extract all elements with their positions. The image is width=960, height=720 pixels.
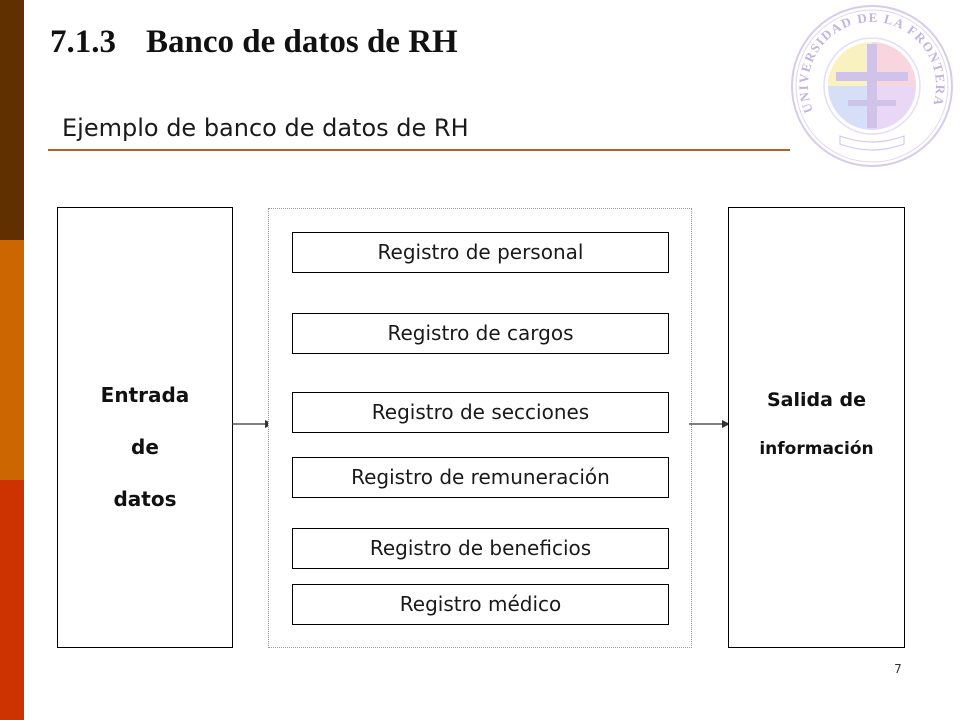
data-input-line-3: datos <box>113 487 177 511</box>
side-stripe-middle <box>0 240 24 480</box>
title-number: 7.1.3 <box>50 24 116 60</box>
slide-title: 7.1.3 Banco de datos de RH <box>50 20 458 64</box>
information-output-box: Salida de información <box>728 207 905 648</box>
data-input-label: Entrada de datos <box>58 369 232 525</box>
page-number: 7 <box>894 662 902 676</box>
registry-secciones: Registro de secciones <box>292 392 669 433</box>
output-line-2: información <box>759 439 874 459</box>
side-stripe-bottom <box>0 480 24 720</box>
registry-cargos: Registro de cargos <box>292 313 669 354</box>
registry-remuneracion: Registro de remuneración <box>292 457 669 498</box>
registry-beneficios: Registro de beneficios <box>292 528 669 569</box>
data-input-box: Entrada de datos <box>57 207 233 648</box>
seal-ribbon <box>839 135 905 151</box>
side-stripe-top <box>0 0 24 240</box>
seal-outer-ring <box>791 5 953 167</box>
registry-personal: Registro de personal <box>292 232 669 273</box>
data-input-line-1: Entrada <box>100 383 190 407</box>
university-seal-logo: UNIVERSIDAD DE LA FRONTERA <box>791 5 953 167</box>
slide-subtitle: Ejemplo de banco de datos de RH <box>62 114 469 142</box>
output-line-1: Salida de <box>766 389 867 411</box>
title-divider <box>48 149 790 151</box>
output-arrow <box>689 420 730 428</box>
registry-medico: Registro médico <box>292 584 669 625</box>
title-text: Banco de datos de RH <box>146 24 458 60</box>
registry-panel: Registro de personal Registro de cargos … <box>268 208 692 648</box>
seal-emblem <box>823 37 921 135</box>
seal-inner-ring <box>795 9 949 163</box>
data-input-line-2: de <box>131 435 159 459</box>
